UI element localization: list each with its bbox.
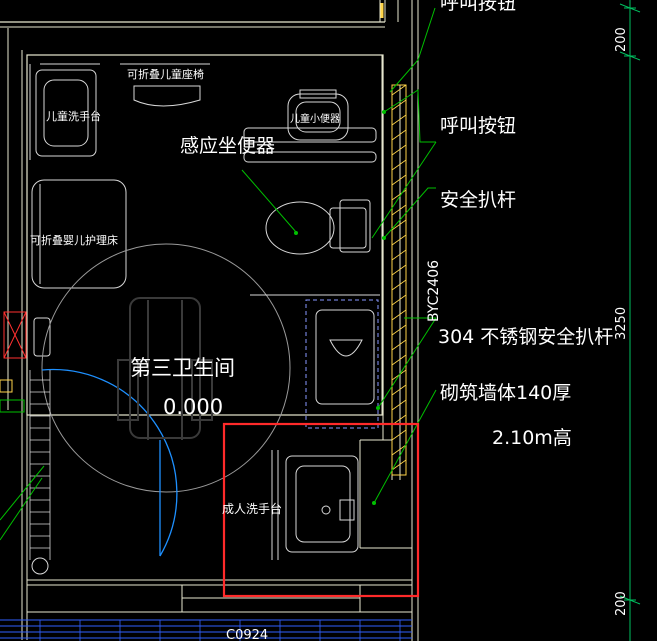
label-call-button-top: 呼叫按钮 — [440, 0, 517, 14]
label-bottom-code: C0924 — [226, 628, 269, 641]
dimension-middle: 3250 — [614, 306, 629, 340]
label-masonry-wall: 砌筑墙体140厚 — [440, 382, 572, 404]
label-sensor-toilet: 感应坐便器 — [180, 135, 276, 157]
dimension-bottom: 200 — [614, 591, 629, 616]
label-call-button: 呼叫按钮 — [440, 115, 517, 137]
label-safety-grab-bar: 安全扒杆 — [440, 189, 517, 211]
dimension-top: 200 — [614, 27, 629, 52]
elevation-value: 0.000 — [163, 395, 224, 419]
label-adult-basin: 成人洗手台 — [222, 502, 283, 516]
label-baby-care-table: 可折叠婴儿护理床 — [30, 234, 118, 247]
highlight-box — [222, 422, 420, 598]
label-steel-grab-bar: 304 不锈钢安全扒杆 — [438, 326, 614, 348]
label-foldable-child-seat: 可折叠儿童座椅 — [127, 68, 204, 81]
label-model-code: BYC2406 — [426, 259, 442, 322]
label-child-basin: 儿童洗手台 — [46, 110, 101, 123]
room-name: 第三卫生间 — [130, 356, 235, 380]
label-child-urinal: 儿童小便器 — [290, 114, 340, 125]
label-wall-height: 2.10m高 — [492, 427, 572, 449]
